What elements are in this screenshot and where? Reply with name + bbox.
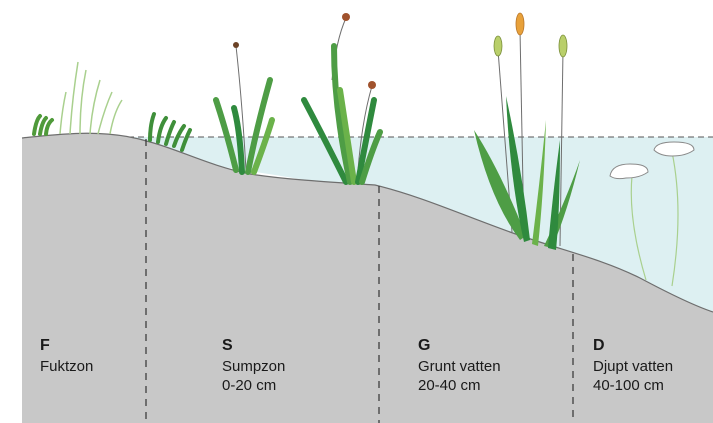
zone-name: Fuktzon	[40, 357, 93, 376]
zone-code: S	[222, 336, 285, 355]
zone-depth: 20-40 cm	[418, 376, 501, 395]
zone-name: Grunt vatten	[418, 357, 501, 376]
zone-label-grunt-vatten: G Grunt vatten 20-40 cm	[418, 336, 501, 395]
zone-label-fuktzon: F Fuktzon	[40, 336, 93, 376]
zone-name: Sumpzon	[222, 357, 285, 376]
zone-code: F	[40, 336, 93, 355]
fuktzon-plants	[34, 62, 122, 134]
cattail-head	[516, 13, 524, 35]
zone-depth: 40-100 cm	[593, 376, 673, 395]
sumpzon-flower	[342, 13, 350, 21]
zone-label-sumpzon: S Sumpzon 0-20 cm	[222, 336, 285, 395]
cattail-head	[494, 36, 502, 56]
cattail-head	[559, 35, 567, 57]
zone-name: Djupt vatten	[593, 357, 673, 376]
sumpzon-flower	[368, 81, 376, 89]
zone-code: G	[418, 336, 501, 355]
zone-code: D	[593, 336, 673, 355]
zone-label-djupt-vatten: D Djupt vatten 40-100 cm	[593, 336, 673, 395]
sumpzon-flower	[233, 42, 239, 48]
zone-depth: 0-20 cm	[222, 376, 285, 395]
